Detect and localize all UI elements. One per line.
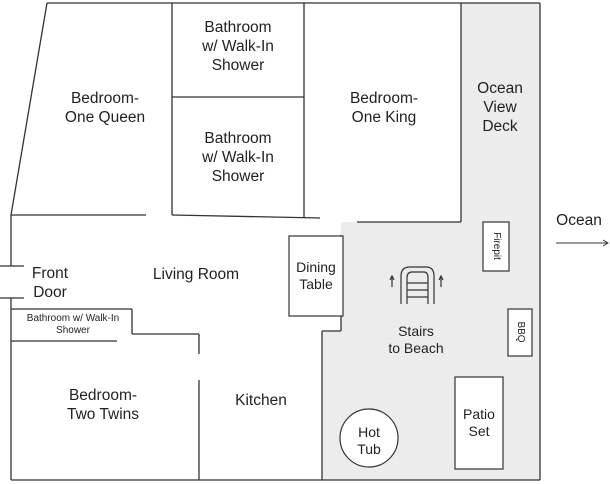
deck-area (322, 3, 540, 480)
firepit-shape (482, 221, 510, 272)
bbq-label: BBQ (515, 321, 526, 343)
arrow-right-icon (556, 239, 609, 247)
stairs-label: Stairs to Beach (388, 323, 444, 357)
bathroom-top-label: Bathroom w/ Walk-In Shower (202, 19, 274, 74)
firepit-label: Firepit (491, 232, 502, 260)
bedroom-twins-label: Bedroom- Two Twins (66, 387, 140, 423)
patio-set-shape (454, 376, 504, 470)
bedroom-queen-label: Bedroom- One Queen (64, 90, 146, 126)
kitchen-label: Kitchen (235, 392, 287, 409)
bathroom-middle-label: Bathroom w/ Walk-In Shower (202, 130, 274, 185)
hot-tub-shape (339, 408, 399, 468)
bbq-shape (507, 308, 533, 357)
bedroom-king-label: Bedroom- One King (349, 90, 419, 126)
patio-set-label: Patio Set (463, 406, 495, 440)
front-door-label: Front Door (31, 265, 69, 301)
walls (0, 2, 541, 481)
bathroom-small-label: Bathroom w/ Walk-In Shower (26, 313, 120, 336)
dining-table-label: Dining Table (296, 259, 336, 293)
ocean-view-deck-label: Ocean View Deck (477, 80, 523, 135)
living-room-label: Living Room (152, 266, 240, 283)
stairs-icon (389, 266, 444, 304)
hot-tub-label: Hot Tub (357, 424, 381, 458)
dining-table-shape (288, 235, 344, 317)
ocean-label: Ocean (556, 212, 602, 229)
